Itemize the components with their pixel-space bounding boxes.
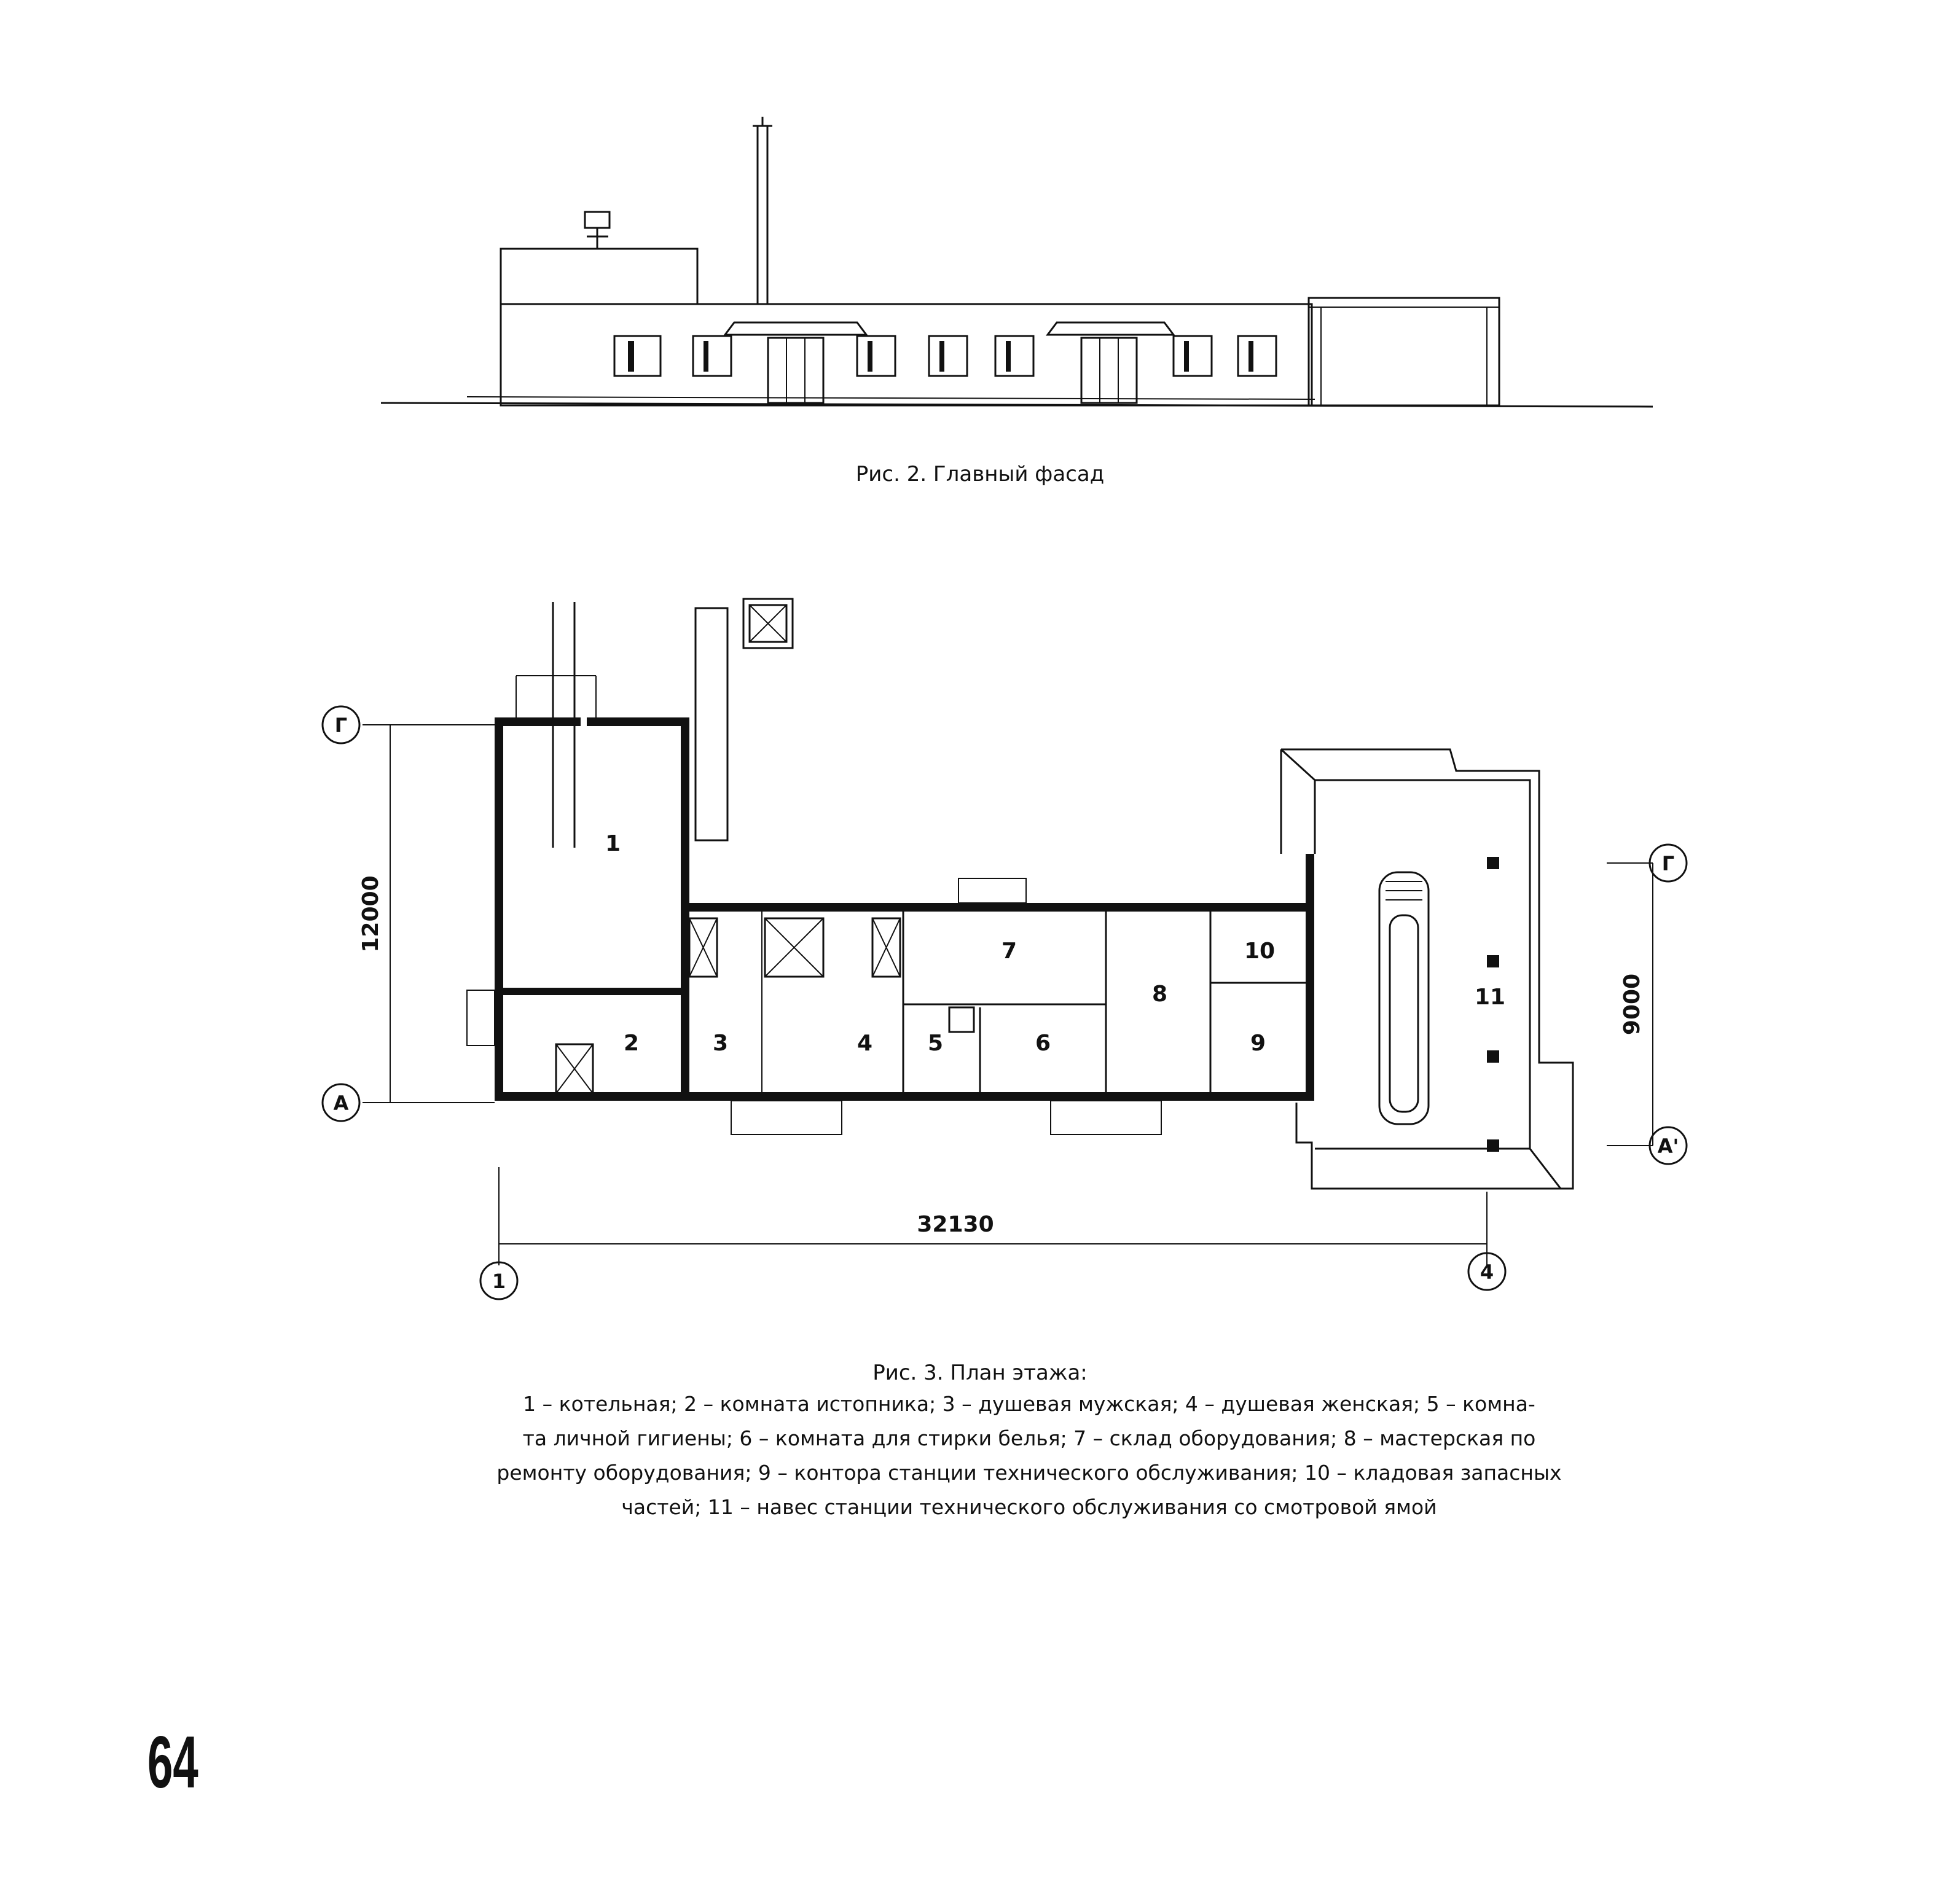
axis-label-4: 4 [1480, 1260, 1494, 1284]
room-label-8: 8 [1152, 982, 1167, 1007]
dimension-right-height: 9000 [1620, 974, 1645, 1035]
room-label-5: 5 [928, 1031, 943, 1056]
legend-line: 1 – котельная; 2 – комната истопника; 3 … [523, 1392, 1535, 1416]
room-label-7: 7 [1002, 939, 1017, 964]
floor-plan-drawing [321, 598, 1688, 1300]
room-label-4: 4 [857, 1031, 872, 1056]
room-label-1: 1 [605, 831, 621, 856]
room-label-10: 10 [1244, 939, 1275, 964]
room-label-3: 3 [713, 1031, 728, 1056]
legend-line: та личной гигиены; 6 – комната для стирк… [522, 1426, 1536, 1450]
figure-3-caption: Рис. 3. План этажа: [872, 1361, 1088, 1385]
axis-label-g-right: Г [1662, 852, 1674, 875]
dimension-left-height: 12000 [358, 875, 383, 952]
figure-2-caption: Рис. 2. Главный фасад [855, 462, 1105, 486]
room-label-6: 6 [1035, 1031, 1051, 1056]
legend-line: ремонту оборудования; 9 – контора станци… [496, 1461, 1562, 1485]
axis-label-g-left: Г [335, 714, 347, 737]
dimension-total-length: 32130 [917, 1212, 994, 1237]
axis-label-a-right: А' [1658, 1135, 1679, 1158]
facade-drawing [380, 117, 1653, 408]
room-label-9: 9 [1250, 1031, 1266, 1056]
axis-label-a-left: А [334, 1092, 349, 1115]
page-number: 64 [147, 1721, 198, 1803]
room-label-11: 11 [1475, 985, 1505, 1010]
legend-line: частей; 11 – навес станции технического … [621, 1495, 1437, 1519]
figure-3-legend: 1 – котельная; 2 – комната истопника; 3 … [369, 1387, 1690, 1525]
room-label-2: 2 [624, 1031, 639, 1056]
axis-label-1: 1 [492, 1270, 506, 1293]
